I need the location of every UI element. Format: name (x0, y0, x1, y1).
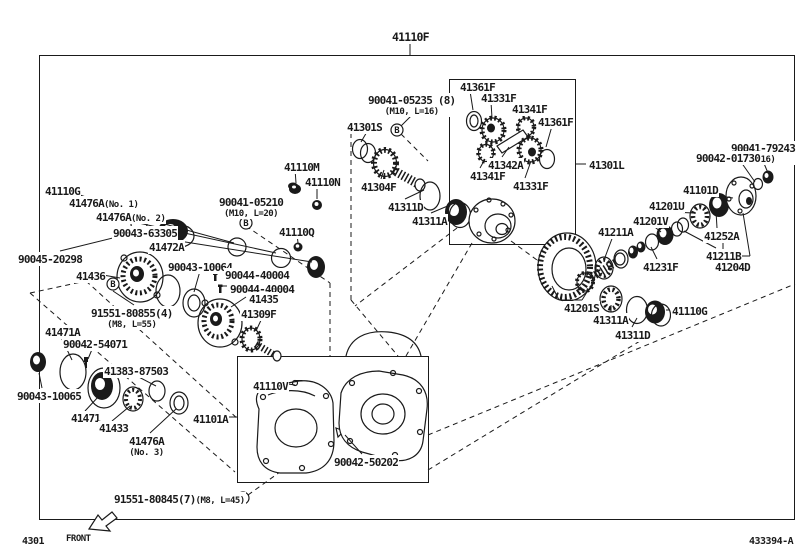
bolt-symbol-b: B (394, 126, 400, 136)
part-label-41476A: 41476A(No. 1) (68, 196, 140, 210)
part-label-90043-63305: 90043-63305 (112, 226, 179, 240)
part-label-41435: 41435 (248, 292, 280, 306)
pinion-bearing-row-drawing (594, 193, 729, 280)
figure-title: 41110F (392, 30, 430, 44)
part-label-41304F: 41304F (360, 180, 397, 194)
part-label-41201V: 41201V (632, 214, 669, 228)
part-label-41436: 41436 (75, 269, 107, 283)
drive-pinion-drawing (351, 138, 472, 229)
pinion-gear-drawing (239, 325, 282, 362)
part-label-41331F: 41331F (480, 91, 517, 105)
part-label-41204D: 41204D (714, 260, 751, 274)
part-label-41101A: 41101A (192, 412, 229, 426)
part-label-41331F: 41331F (512, 179, 549, 193)
differential-sub-assembly-box (449, 79, 576, 245)
carrier-case-drawing (197, 298, 243, 348)
part-label-41311D: 41311D (614, 328, 651, 342)
part-label-41252A: 41252A (703, 229, 740, 243)
page-code: 4301 (22, 536, 45, 547)
part-label-90042-50202: 90042-50202 (333, 455, 400, 469)
part-label-41383-87503: 41383-87503 (103, 364, 170, 378)
part-label-90043-10065: 90043-10065 (16, 389, 83, 403)
part-label-41471A: 41471A (44, 325, 81, 339)
part-label-41311A: 41311A (411, 214, 448, 228)
carrier-housing-box (237, 356, 429, 483)
part-label-41309F: 41309F (240, 307, 277, 321)
front-direction-label: FRONT (66, 534, 91, 544)
bolt-symbol-b: B (243, 219, 249, 229)
part-label-41201U: 41201U (648, 199, 685, 213)
part-label-41476A: 41476A(No. 2) (95, 210, 167, 224)
part-label-41110M: 41110M (283, 160, 320, 174)
companion-flange-drawing (725, 170, 774, 216)
side-bearing-cluster-drawing (30, 352, 189, 415)
housing-left-drawing (255, 379, 335, 474)
part-label-90043-10064: 90043-10064 (167, 260, 234, 274)
part-label-41211B: 41211B (705, 249, 742, 263)
part-label-41211A: 41211A (597, 225, 634, 239)
part-label-90041-05210: 90041-05210(M10, L=20) (218, 195, 285, 219)
part-label-41472A: 41472A (148, 240, 185, 254)
part-label-90044-40004: 90044-40004 (224, 268, 291, 282)
part-label-90041-052358: 90041-05235 (8)(M10, L=16) (367, 93, 457, 117)
ring-gear-drawing (537, 232, 626, 302)
figure-number: 433394-A (749, 536, 794, 547)
part-label-41101D: 41101D (682, 183, 719, 197)
part-label-41301L: 41301L (588, 158, 625, 172)
diagram-border (39, 55, 795, 520)
dashed-lines (29, 133, 796, 496)
part-label-41311D: 41311D (387, 200, 424, 214)
bolt-symbol-b: B (110, 280, 116, 290)
part-label-41433: 41433 (98, 421, 130, 435)
differential-case-drawing (468, 197, 516, 244)
front-arrow-icon (87, 511, 118, 532)
housing-right-drawing (338, 331, 428, 462)
part-label-41110N: 41110N (304, 175, 341, 189)
part-label-91551-808457: 91551-80845(7)(M8, L=45) (113, 492, 246, 506)
part-label-90042-54071: 90042-54071 (62, 337, 129, 351)
part-label-41471: 41471 (70, 411, 102, 425)
part-label-91551-808554: 91551-80855(4)(M8, L=55) (90, 306, 174, 330)
part-label-41110Q: 41110Q (278, 225, 315, 239)
part-label-41311A: 41311A (592, 313, 629, 327)
part-label-41231F: 41231F (642, 260, 679, 274)
part-label-41110V: 41110V (252, 379, 289, 393)
part-label-41341F: 41341F (511, 102, 548, 116)
part-label-41341F: 41341F (469, 169, 506, 183)
part-label-90042-01730: 90042-01730 (695, 151, 762, 165)
part-label-41342A: 41342A (487, 158, 524, 172)
part-label-41361F: 41361F (537, 115, 574, 129)
part-label-41476A: 41476A(No. 3) (128, 434, 165, 458)
part-label-41301S: 41301S (346, 120, 383, 134)
differential-gears-drawing (465, 110, 556, 170)
part-label-41361F: 41361F (459, 80, 496, 94)
part-label-41110G: 41110G (671, 304, 708, 318)
part-label-41201S: 41201S (563, 301, 600, 315)
washer-drawing (307, 256, 325, 278)
part-label-41110G: 41110G (44, 184, 81, 198)
part-label-90045-20298: 90045-20298 (17, 252, 84, 266)
